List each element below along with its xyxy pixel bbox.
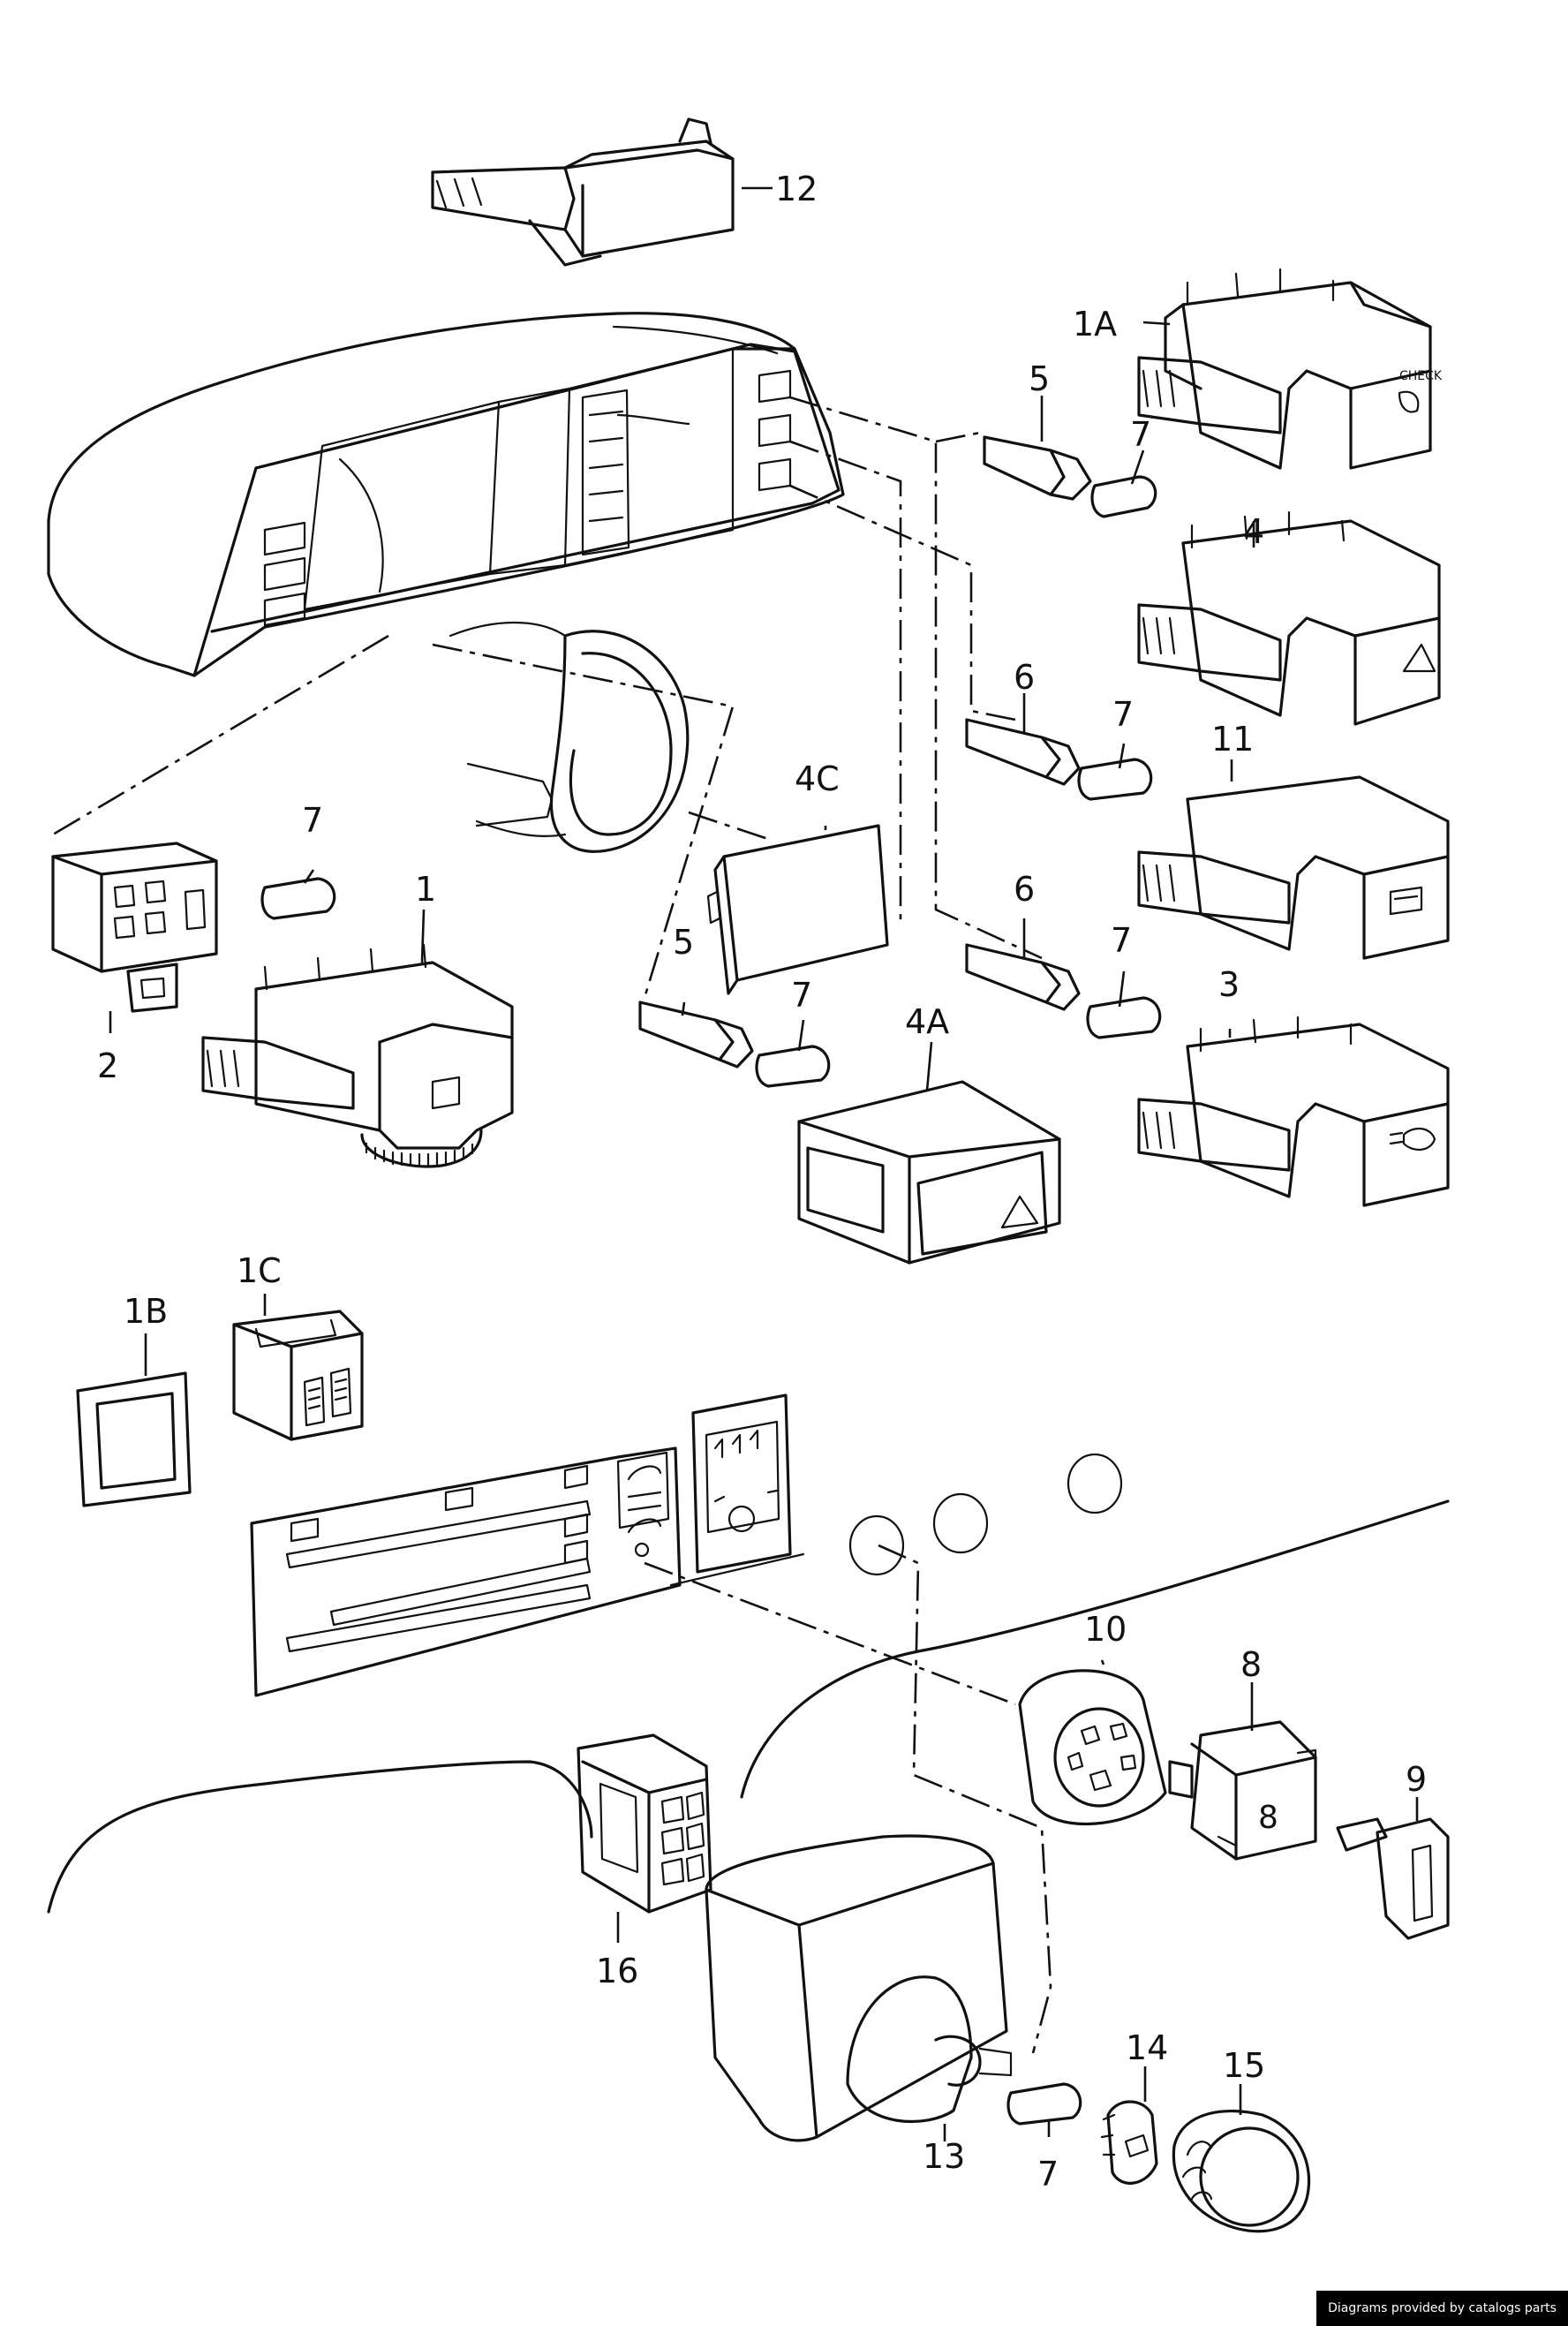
bulb-holder-6a: [965, 718, 1081, 786]
part-9-knob: [1336, 1817, 1450, 1940]
part-10-rotary-switch: [1018, 1669, 1167, 1826]
callout-7b: 7: [1112, 695, 1134, 734]
part-15-cap: [1172, 2110, 1311, 2233]
bulb-holder-6b: [965, 943, 1081, 1011]
callout-5b: 5: [673, 923, 694, 962]
callout-9: 9: [1406, 1760, 1427, 1799]
callout-5a: 5: [1029, 359, 1050, 398]
callout-15: 15: [1223, 2046, 1265, 2085]
callout-4A: 4A: [905, 1002, 949, 1041]
callout-1A: 1A: [1073, 305, 1117, 344]
callout-7c: 7: [302, 801, 323, 840]
callout-7d: 7: [1111, 921, 1132, 960]
callout-7f: 7: [1037, 2155, 1059, 2194]
bulb-7d: [1086, 996, 1162, 1039]
dashboard-outline: [47, 1453, 1450, 1914]
callout-2: 2: [97, 1046, 118, 1085]
part-1C-dimmer: [232, 1310, 364, 1441]
callout-14: 14: [1126, 2028, 1168, 2067]
part-1A-check-switch: CHECK: [1137, 268, 1443, 470]
callout-3: 3: [1218, 965, 1240, 1004]
part-1B-bezel: [76, 1371, 192, 1507]
part-4A-hazard-assembly: [797, 1080, 1061, 1265]
callout-4: 4: [1243, 512, 1264, 551]
callout-10: 10: [1084, 1610, 1127, 1649]
bulb-7e: [755, 1045, 831, 1088]
part-13-lighter-housing: [705, 1834, 1013, 2142]
assembly-lines: [52, 396, 1052, 2054]
bulb-7b: [1077, 758, 1153, 801]
callout-1B: 1B: [124, 1292, 168, 1331]
callout-13: 13: [923, 2137, 965, 2176]
part-1-light-switch: [201, 943, 514, 1168]
bulb-7f: [1006, 2082, 1082, 2126]
column-trim-ring: [449, 621, 690, 853]
bulb-7a: [1090, 475, 1157, 518]
callout-7e: 7: [791, 976, 812, 1015]
bulb-7c: [260, 877, 336, 920]
callout-6a: 6: [1014, 658, 1035, 697]
callout-7a: 7: [1130, 415, 1151, 454]
callout-1C: 1C: [237, 1251, 282, 1290]
part-14-bulb-holder: [1100, 2100, 1158, 2185]
callout-12: 12: [775, 170, 818, 208]
part-3-fog-switch: [1137, 1016, 1450, 1207]
credit-banner: Diagrams provided by catalogs parts: [1316, 2291, 1568, 2326]
part-4C-blank-cover: [706, 824, 889, 995]
callout-8: 8: [1240, 1645, 1262, 1684]
part-2-connector: [51, 842, 218, 1013]
leader-lines: [109, 186, 1419, 2141]
callout-6b: 6: [1014, 870, 1035, 909]
callout-numbers: 12 1A 5 7 4 6 7 11 4C 7 1 6 7 3 2 5 7 4A…: [97, 170, 1427, 2194]
callout-4C: 4C: [795, 759, 840, 798]
callout-16: 16: [596, 1952, 638, 1990]
part-16-connector: [577, 1733, 712, 1914]
callout-1: 1: [415, 870, 436, 909]
bulb-holder-5a: [983, 435, 1092, 501]
part-8-switch-body: 8: [1168, 1720, 1317, 1861]
bulb-holder-5b: [638, 1001, 754, 1069]
part-11-defrost-switch: [1137, 775, 1450, 960]
heater-control-panel: [250, 1393, 805, 1697]
knob-8-label: 8: [1258, 1800, 1278, 1836]
part-12-bracket: [431, 117, 735, 267]
callout-11: 11: [1211, 720, 1254, 759]
check-label: CHECK: [1399, 369, 1443, 383]
part-4-hazard-switch: [1137, 510, 1441, 726]
instrument-cluster-housing: [47, 312, 845, 677]
